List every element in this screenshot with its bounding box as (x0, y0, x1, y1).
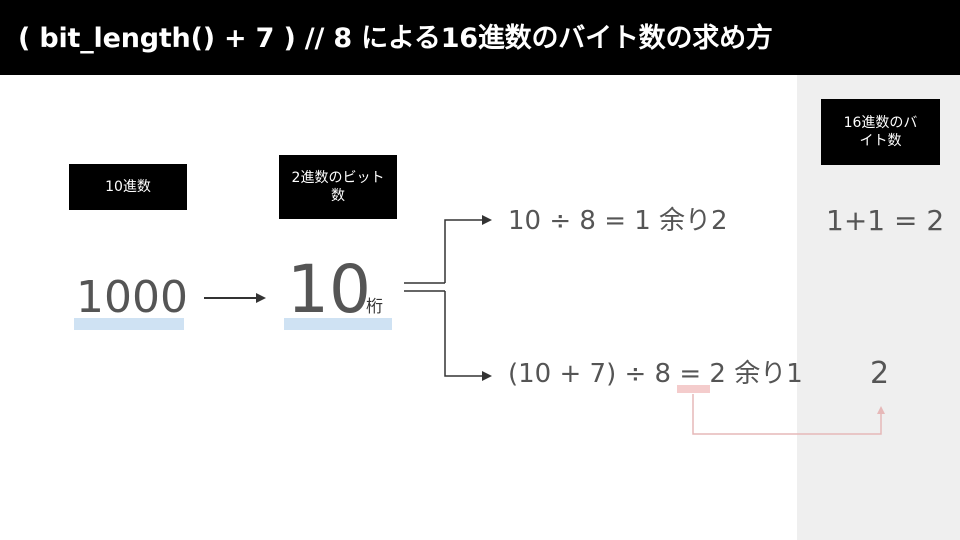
equation-without-offset: 10 ÷ 8 = 1 余り2 (508, 206, 728, 236)
quotient-to-result-arrow (692, 394, 885, 435)
label-binary-digits: 2進数のビット数 (279, 155, 397, 219)
branch-arrow-top (444, 215, 492, 283)
binary-digit-unit: 桁 (366, 297, 383, 317)
label-decimal: 10進数 (69, 164, 187, 210)
highlight-binary-digits (284, 318, 392, 330)
highlight-quotient (677, 385, 710, 393)
label-hex-bytes-text: 16進数のバイト数 (843, 115, 918, 149)
label-binary-digits-text: 2進数のビット数 (291, 170, 385, 204)
label-hex-bytes: 16進数のバイト数 (821, 99, 940, 165)
result-with-offset: 2 (870, 356, 890, 391)
highlight-decimal (74, 318, 184, 330)
result-without-offset: 1+1 = 2 (826, 204, 945, 237)
binary-digit-count: 10 (287, 251, 371, 328)
equation-with-offset: (10 + 7) ÷ 8 = 2 余り1 (508, 359, 803, 389)
branch-arrow-bottom (444, 291, 492, 381)
slide-title: ( bit_length() + 7 ) // 8 による16進数のバイト数の求… (18, 23, 773, 54)
decimal-value: 1000 (76, 272, 188, 323)
title-bar (0, 0, 960, 75)
